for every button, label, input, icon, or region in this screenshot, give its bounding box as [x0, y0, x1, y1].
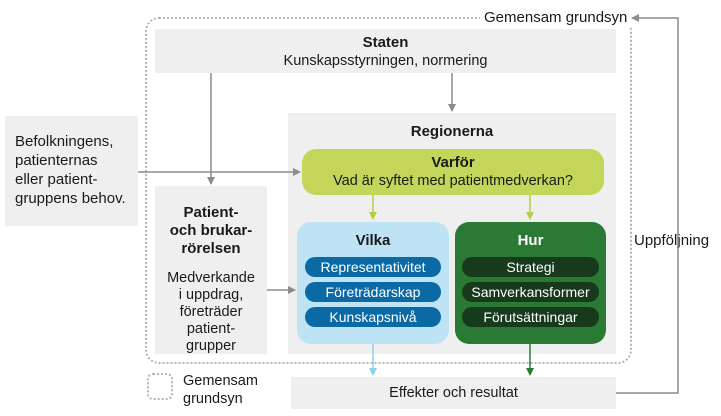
- vilka-item-foretradarskap: Företrädarskap: [305, 282, 441, 302]
- varfor-title: Varför: [431, 154, 475, 171]
- patient-movement-body-line: företräder: [179, 304, 243, 320]
- follow-up-label: Uppföljning: [632, 229, 712, 253]
- patient-movement-title-line: rörelsen: [181, 240, 241, 257]
- patient-movement-title: Patient- och brukar- rörelsen: [155, 204, 267, 258]
- patient-movement-body-line: grupper: [186, 338, 236, 354]
- patient-movement-title-line: och brukar-: [169, 222, 253, 239]
- hur-item-strategi: Strategi: [462, 257, 599, 277]
- hur-box: Hur Strategi Samverkansformer Förutsättn…: [455, 222, 606, 344]
- population-needs-line: Befolkningens,: [15, 133, 114, 150]
- patient-movement-body-line: Medverkande: [167, 270, 255, 286]
- legend-label-line: grundsyn: [183, 391, 243, 407]
- effects-results-box: Effekter och resultat: [291, 377, 616, 409]
- patient-movement-description: Medverkande i uppdrag, företräder patien…: [155, 270, 267, 355]
- population-needs-line: eller patient-: [15, 171, 98, 188]
- population-needs-box: Befolkningens, patienternas eller patien…: [5, 116, 138, 226]
- varfor-question: Vad är syftet med patientmedverkan?: [333, 173, 573, 189]
- legend-label-line: Gemensam: [183, 373, 258, 389]
- legend-label: Gemensam grundsyn: [183, 372, 258, 408]
- shared-vision-label: Gemensam grundsyn: [480, 8, 632, 28]
- hur-title: Hur: [517, 232, 544, 249]
- legend-dotted-swatch: [147, 373, 173, 400]
- vilka-item-representativitet: Representativitet: [305, 257, 441, 277]
- patient-movement-title-line: Patient-: [183, 204, 239, 221]
- staten-title: Staten: [362, 34, 409, 51]
- patient-movement-body-line: i uppdrag,: [178, 287, 244, 303]
- staten-box: Staten Kunskapsstyrningen, normering: [155, 29, 616, 73]
- vilka-item-kunskapsniva: Kunskapsnivå: [305, 307, 441, 327]
- patient-movement-box: Patient- och brukar- rörelsen Medverkand…: [155, 186, 267, 354]
- patient-movement-body-line: patient-: [186, 321, 236, 337]
- hur-item-samverkansformer: Samverkansformer: [462, 282, 599, 302]
- vilka-title: Vilka: [355, 232, 391, 249]
- vilka-box: Vilka Representativitet Företrädarskap K…: [297, 222, 449, 344]
- regionerna-title: Regionerna: [410, 123, 494, 140]
- hur-item-forutsattningar: Förutsättningar: [462, 307, 599, 327]
- varfor-box: Varför Vad är syftet med patientmedverka…: [302, 149, 604, 195]
- population-needs-line: patienternas: [15, 152, 98, 169]
- staten-subtitle: Kunskapsstyrningen, normering: [283, 53, 488, 69]
- population-needs-line: gruppens behov.: [15, 190, 126, 207]
